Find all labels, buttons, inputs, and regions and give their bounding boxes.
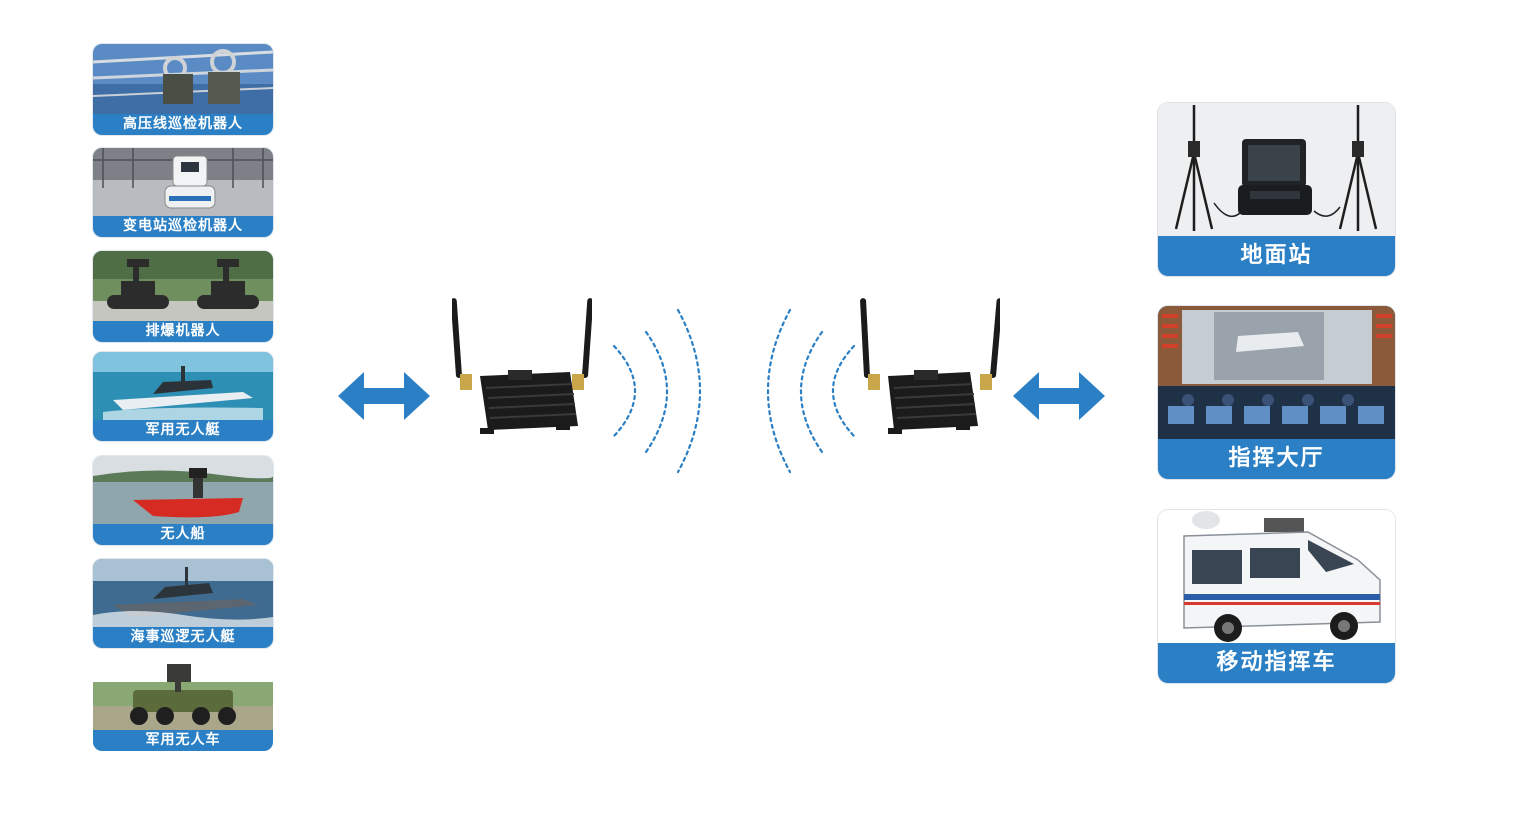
device-card-power-line-robot: 高压线巡检机器人	[93, 44, 273, 135]
device-card-substation-robot: 变电站巡检机器人	[93, 148, 273, 237]
device-label: 高压线巡检机器人	[93, 114, 273, 135]
device-label: 排爆机器人	[93, 321, 273, 342]
power-line-robot-icon	[93, 44, 273, 114]
device-card-unmanned-boat: 无人船	[93, 456, 273, 545]
substation-robot-icon	[93, 148, 273, 216]
device-card-military-ugv: 军用无人车	[93, 662, 273, 751]
signal-waves-icon	[758, 306, 862, 476]
device-card-military-usv: 军用无人艇	[93, 352, 273, 441]
military-ugv-icon	[93, 662, 273, 730]
radio-transceiver-icon	[860, 296, 1003, 438]
station-card-ground-station: 地面站	[1158, 103, 1395, 276]
device-card-bomb-disposal-robot: 排爆机器人	[93, 251, 273, 342]
device-label: 军用无人艇	[93, 420, 273, 441]
double-arrow-icon	[1013, 370, 1105, 422]
station-label: 移动指挥车	[1158, 643, 1395, 683]
station-card-mobile-command-vehicle: 移动指挥车	[1158, 510, 1395, 683]
patrol-usv-icon	[93, 559, 273, 627]
radio-transceiver-icon	[450, 296, 594, 438]
bomb-disposal-robot-icon	[93, 251, 273, 321]
device-label: 军用无人车	[93, 730, 273, 751]
mobile-command-vehicle-icon	[1158, 510, 1395, 643]
station-label: 地面站	[1158, 236, 1395, 276]
signal-waves-icon	[606, 306, 710, 476]
device-label: 无人船	[93, 524, 273, 545]
device-card-patrol-usv: 海事巡逻无人艇	[93, 559, 273, 648]
command-hall-icon	[1158, 306, 1395, 439]
device-label: 海事巡逻无人艇	[93, 627, 273, 648]
station-label: 指挥大厅	[1158, 439, 1395, 479]
unmanned-boat-icon	[93, 456, 273, 524]
double-arrow-icon	[338, 370, 430, 422]
military-usv-icon	[93, 352, 273, 420]
ground-station-icon	[1158, 103, 1395, 236]
station-card-command-hall: 指挥大厅	[1158, 306, 1395, 479]
device-label: 变电站巡检机器人	[93, 216, 273, 237]
